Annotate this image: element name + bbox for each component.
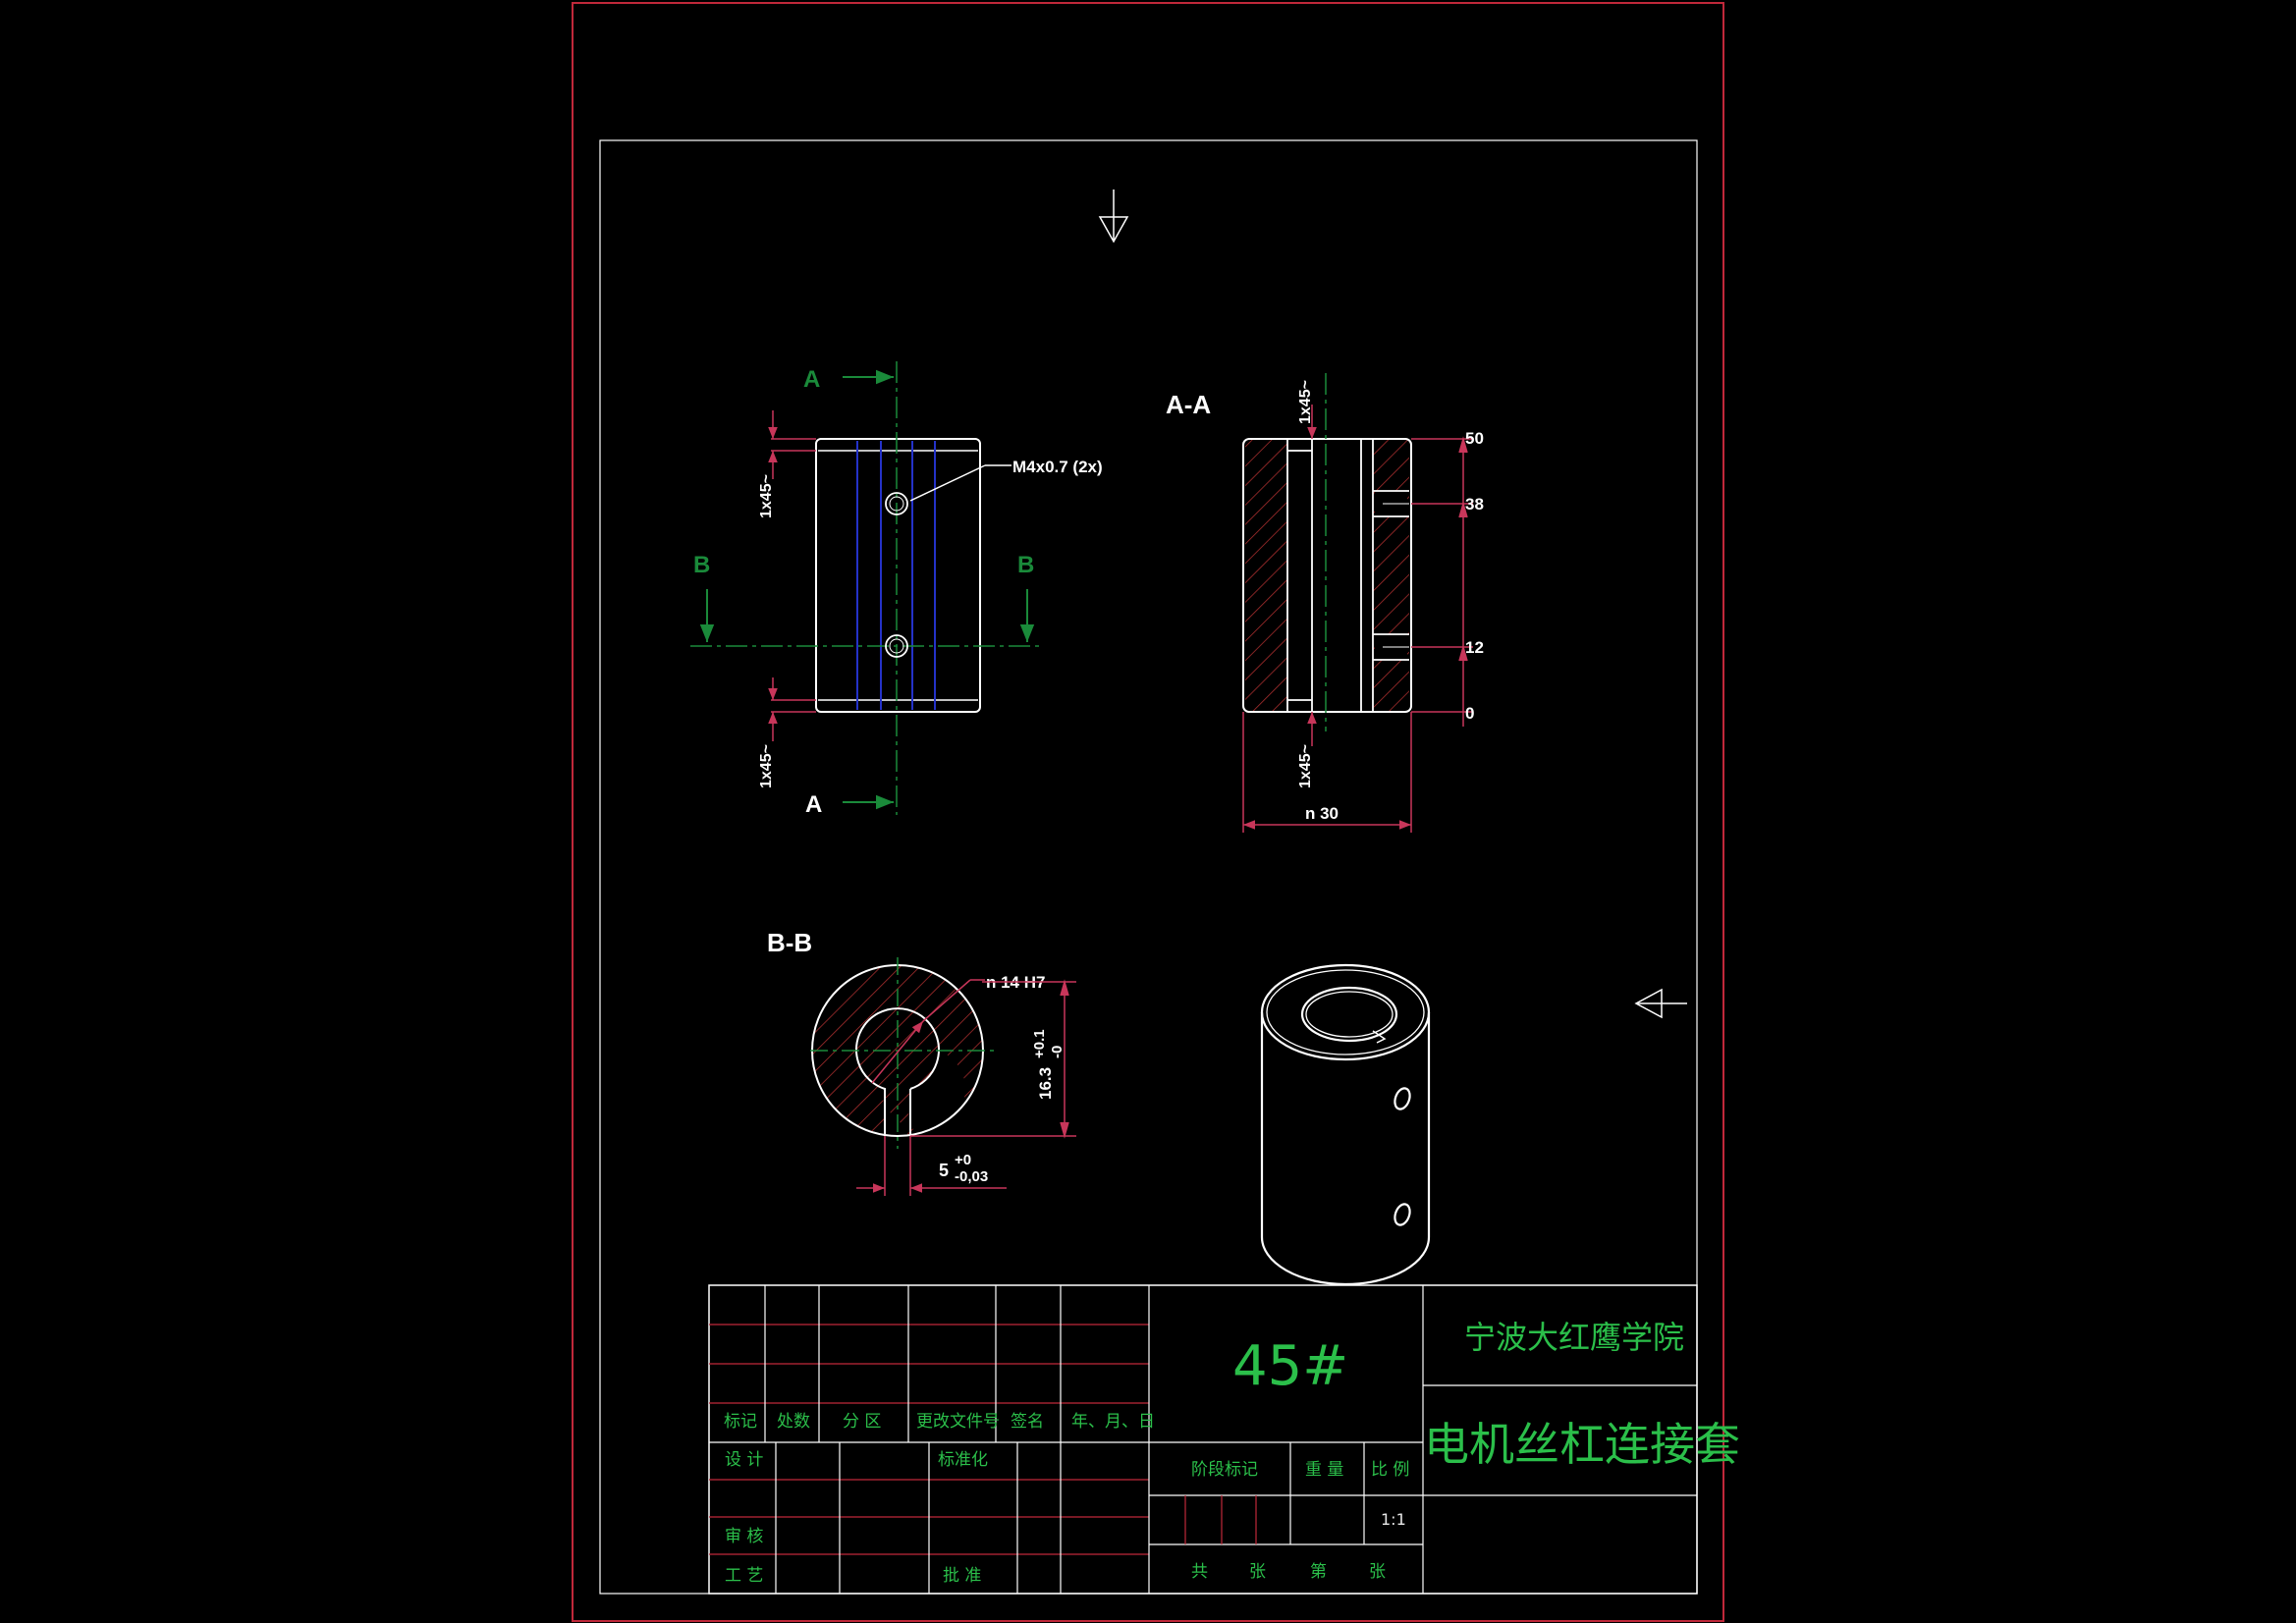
aa-dim-38: 38: [1465, 495, 1484, 514]
school-name: 宁波大红鹰学院: [1464, 1319, 1684, 1356]
bb-keyway-width: 5: [939, 1161, 949, 1180]
part-name: 电机丝杠连接套: [1424, 1418, 1740, 1471]
aa-diameter-label: n 30: [1305, 804, 1339, 823]
section-b-label-left: B: [693, 552, 710, 578]
role-design: 设 计: [725, 1450, 763, 1470]
sheet-no-label: 第: [1310, 1562, 1327, 1582]
scale-label: 比 例: [1371, 1460, 1409, 1480]
total-label: 共: [1191, 1562, 1208, 1582]
thread-leader: [909, 464, 1011, 502]
role-standardize: 标准化: [938, 1450, 988, 1470]
aa-dim-50: 50: [1465, 429, 1484, 448]
rev-header-sign: 签名: [1011, 1412, 1044, 1432]
section-a-label-top: A: [803, 366, 820, 393]
aa-right-wall-hatch: [1373, 439, 1409, 712]
sheets-label: 张: [1249, 1562, 1266, 1582]
front-hidden-lines: [856, 441, 936, 710]
front-chamfer-dims: [768, 410, 816, 741]
role-process: 工 艺: [725, 1566, 763, 1586]
front-chamfer-top: 1x45~: [758, 474, 775, 518]
bb-keyway-depth-tol-upper: +0.1: [1031, 1029, 1048, 1058]
section-b-label-right: B: [1017, 552, 1034, 578]
section-bb-view: B-B n 14 H7 16.3 +0.1 -0: [767, 928, 1076, 1196]
aa-diameter-dim: [1242, 712, 1412, 833]
stage-mark-label: 阶段标记: [1191, 1460, 1258, 1480]
aa-ordinate-dims: [1411, 436, 1473, 727]
title-block: 标记 处数 分 区 更改文件号 签名 年、月、日 设 计 标准化 审 核 工 艺…: [708, 1284, 1740, 1595]
aa-left-wall-hatch: [1245, 439, 1287, 712]
bb-keyway-depth: 16.3: [1036, 1067, 1055, 1100]
outer-sheet-border: [572, 2, 1724, 1622]
bb-keyway-depth-tol-lower: -0: [1049, 1046, 1066, 1058]
rev-header-mark: 标记: [724, 1412, 757, 1432]
aa-chamfer-bottom: 1x45~: [1297, 744, 1314, 788]
sheet-label: 张: [1369, 1562, 1386, 1582]
bb-keyway-width-tol-lower: -0,03: [955, 1168, 988, 1185]
section-bb-title: B-B: [767, 928, 812, 957]
top-orientation-arrow: [1098, 189, 1129, 243]
role-review: 审 核: [725, 1527, 763, 1546]
right-orientation-arrow: [1634, 988, 1687, 1019]
thread-note: M4x0.7 (2x): [1012, 458, 1103, 476]
aa-dim-0: 0: [1465, 704, 1474, 723]
rev-header-doc: 更改文件号: [916, 1412, 1000, 1432]
aa-chamfer-top: 1x45~: [1297, 380, 1314, 424]
scale-value: 1:1: [1381, 1510, 1406, 1529]
aa-outline: [1242, 438, 1412, 713]
aa-dim-12: 12: [1465, 638, 1484, 657]
section-aa-title: A-A: [1166, 390, 1211, 419]
role-approve: 批 准: [943, 1566, 981, 1586]
front-centerlines: [690, 361, 1041, 815]
front-chamfer-bottom: 1x45~: [758, 744, 775, 788]
front-view: M4x0.7 (2x) A A B B 1x45~ 1x45~: [690, 361, 1103, 818]
section-a-label-bottom: A: [805, 791, 822, 818]
material-label: 45#: [1232, 1334, 1348, 1398]
bb-keyway-width-tol-upper: +0: [955, 1152, 971, 1168]
thread-hole-bottom: [885, 634, 908, 658]
thread-hole-top: [885, 492, 908, 515]
bb-keyed-bore: [855, 1007, 940, 1136]
rev-header-date: 年、月、日: [1071, 1412, 1155, 1432]
rev-header-count: 处数: [777, 1412, 810, 1432]
rev-header-zone: 分 区: [843, 1412, 881, 1432]
weight-label: 重 量: [1305, 1460, 1343, 1480]
front-view-body: [815, 438, 981, 713]
coupling-3d-icon: [1260, 963, 1431, 1286]
section-aa-view: A-A: [1166, 373, 1484, 833]
